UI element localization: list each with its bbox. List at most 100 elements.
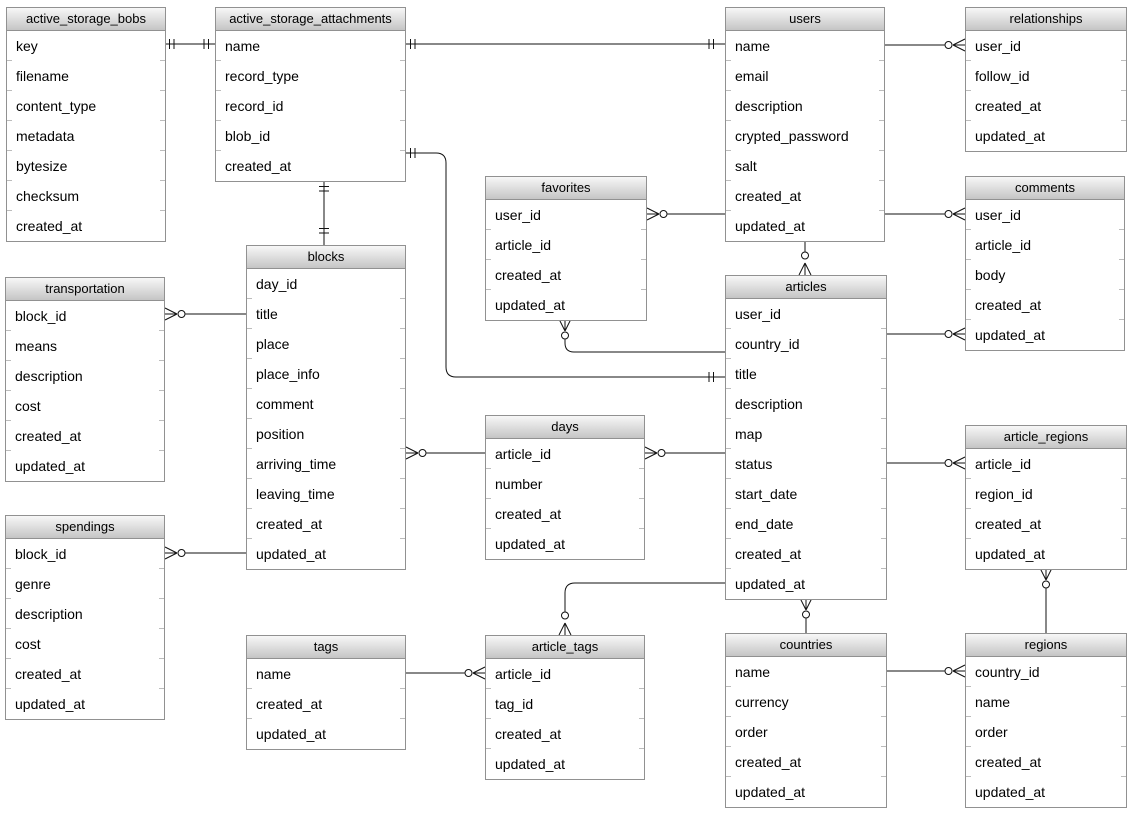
field-favorites-article_id: article_id bbox=[486, 230, 646, 260]
field-active_storage_bobs-bytesize: bytesize bbox=[7, 151, 165, 181]
zero-cardinality-circle-icon bbox=[561, 611, 569, 620]
table-title-active_storage_bobs: active_storage_bobs bbox=[7, 8, 165, 31]
connector-articles-article_tags bbox=[558, 582, 725, 636]
connector-line bbox=[1039, 567, 1053, 633]
connector-countries-regions bbox=[887, 664, 966, 678]
field-blocks-place_info: place_info bbox=[247, 359, 405, 389]
field-transportation-cost: cost bbox=[6, 391, 164, 421]
connector-days-blocks bbox=[405, 446, 485, 460]
field-articles-user_id: user_id bbox=[726, 299, 886, 329]
field-articles-created_at: created_at bbox=[726, 539, 886, 569]
connector-line bbox=[166, 39, 215, 49]
field-users-description: description bbox=[726, 91, 884, 121]
field-active_storage_attachments-record_id: record_id bbox=[216, 91, 405, 121]
field-active_storage_bobs-content_type: content_type bbox=[7, 91, 165, 121]
connector-line bbox=[558, 582, 725, 636]
field-article_tags-article_id: article_id bbox=[486, 659, 644, 689]
field-active_storage_attachments-record_type: record_type bbox=[216, 61, 405, 91]
field-countries-name: name bbox=[726, 657, 886, 687]
zero-cardinality-circle-icon bbox=[944, 330, 953, 338]
connector-countries-articles bbox=[799, 597, 813, 633]
field-article_regions-created_at: created_at bbox=[966, 509, 1126, 539]
field-countries-created_at: created_at bbox=[726, 747, 886, 777]
field-transportation-description: description bbox=[6, 361, 164, 391]
field-regions-order: order bbox=[966, 717, 1126, 747]
field-blocks-leaving_time: leaving_time bbox=[247, 479, 405, 509]
zero-cardinality-circle-icon bbox=[177, 310, 186, 318]
field-tags-name: name bbox=[247, 659, 405, 689]
field-comments-article_id: article_id bbox=[966, 230, 1124, 260]
field-active_storage_bobs-checksum: checksum bbox=[7, 181, 165, 211]
field-relationships-follow_id: follow_id bbox=[966, 61, 1126, 91]
field-active_storage_attachments-created_at: created_at bbox=[225, 158, 292, 174]
table-title-articles: articles bbox=[726, 276, 886, 299]
connector-line bbox=[646, 207, 725, 221]
field-users-updated_at: updated_at bbox=[735, 218, 806, 234]
field-favorites-created_at: created_at bbox=[486, 260, 646, 290]
field-article_regions-article_id: article_id bbox=[966, 449, 1126, 479]
connector-users-comments bbox=[885, 207, 966, 221]
field-article_tags-updated_at: updated_at bbox=[495, 756, 566, 772]
field-articles-description: description bbox=[726, 389, 886, 419]
field-transportation-created_at: created_at bbox=[6, 421, 164, 451]
connector-blocks-spendings bbox=[164, 546, 246, 560]
zero-cardinality-circle-icon bbox=[177, 549, 186, 557]
connector-blocks-transportation bbox=[164, 307, 246, 321]
table-title-tags: tags bbox=[247, 636, 405, 659]
field-transportation-updated_at: updated_at bbox=[15, 458, 86, 474]
field-days-number: number bbox=[486, 469, 644, 499]
field-active_storage_bobs-created_at: created_at bbox=[16, 218, 83, 234]
connector-users-relationships bbox=[885, 38, 966, 52]
field-comments-updated_at: updated_at bbox=[975, 327, 1046, 343]
connector-line bbox=[405, 446, 485, 460]
connector-regions-article_regions bbox=[1039, 567, 1053, 633]
field-transportation-means: means bbox=[6, 331, 164, 361]
field-active_storage_attachments-name: name bbox=[216, 31, 405, 61]
zero-cardinality-circle-icon bbox=[944, 41, 953, 49]
field-relationships-user_id: user_id bbox=[966, 31, 1126, 61]
table-title-relationships: relationships bbox=[966, 8, 1126, 31]
field-spendings-updated_at: updated_at bbox=[15, 696, 86, 712]
connector-active_storage_attachments-users bbox=[406, 39, 725, 49]
field-users-email: email bbox=[726, 61, 884, 91]
table-title-blocks: blocks bbox=[247, 246, 405, 269]
zero-cardinality-circle-icon bbox=[418, 449, 427, 457]
field-spendings-created_at: created_at bbox=[6, 659, 164, 689]
field-active_storage_bobs-metadata: metadata bbox=[7, 121, 165, 151]
connector-users-favorites bbox=[646, 207, 725, 221]
table-title-users: users bbox=[726, 8, 884, 31]
connector-users-articles bbox=[798, 240, 812, 276]
field-articles-updated_at: updated_at bbox=[735, 576, 806, 592]
field-countries-order: order bbox=[726, 717, 886, 747]
table-title-article_tags: article_tags bbox=[486, 636, 644, 659]
field-regions-name: name bbox=[966, 687, 1126, 717]
field-spendings-description: description bbox=[6, 599, 164, 629]
connector-line bbox=[644, 446, 725, 460]
field-articles-country_id: country_id bbox=[726, 329, 886, 359]
field-comments-created_at: created_at bbox=[966, 290, 1124, 320]
field-blocks-created_at: created_at bbox=[247, 509, 405, 539]
field-spendings-genre: genre bbox=[6, 569, 164, 599]
zero-cardinality-circle-icon bbox=[801, 251, 809, 260]
zero-cardinality-circle-icon bbox=[802, 610, 810, 619]
connector-line bbox=[887, 664, 966, 678]
zero-cardinality-circle-icon bbox=[944, 667, 953, 675]
field-article_tags-created_at: created_at bbox=[486, 719, 644, 749]
